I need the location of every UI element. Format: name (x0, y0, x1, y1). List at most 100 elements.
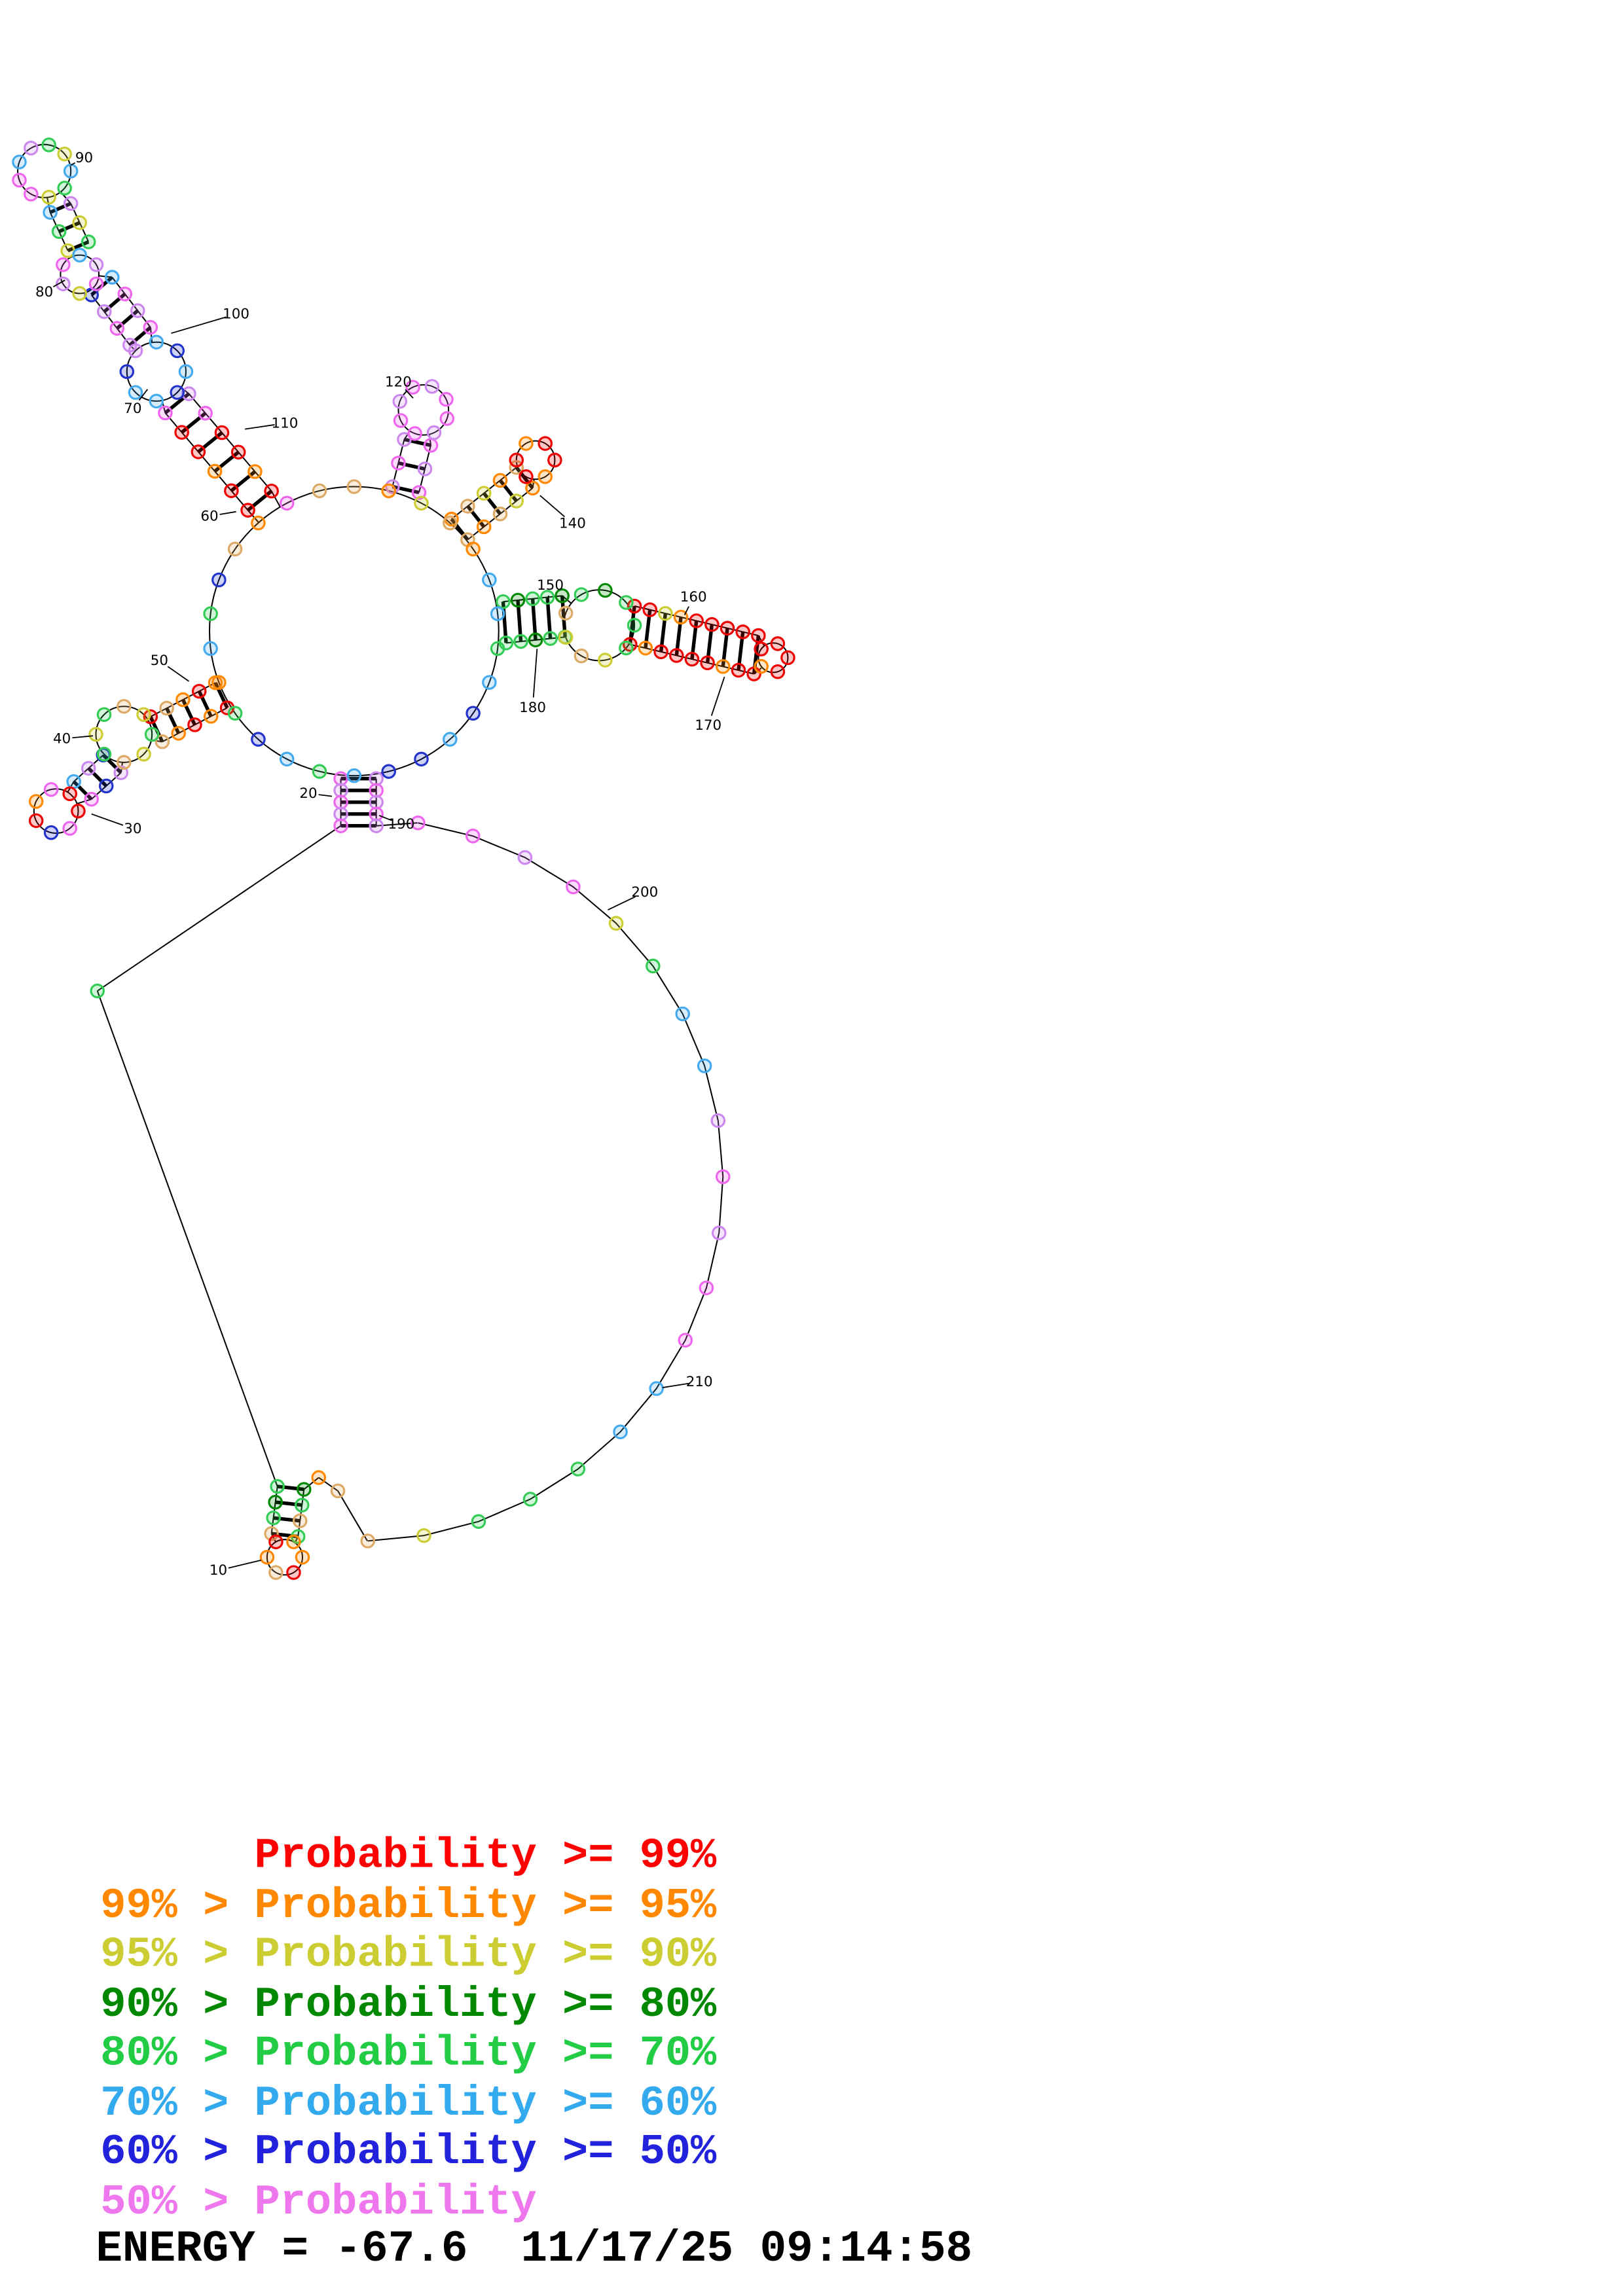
nucleotide-node (381, 483, 396, 499)
nucleotide-node (627, 598, 642, 614)
nucleotide-node (259, 1549, 275, 1565)
nucleotide-node (333, 818, 348, 833)
nucleotide-node (426, 425, 442, 440)
nucleotide-node (175, 692, 191, 708)
position-label: 160 (680, 589, 707, 605)
nucleotide-node (191, 444, 206, 459)
position-label: 190 (388, 816, 415, 833)
position-label: 20 (299, 785, 317, 802)
nucleotide-node (525, 591, 540, 607)
nucleotide-node (699, 1280, 714, 1295)
nucleotide-node (227, 541, 243, 557)
nucleotide-node (381, 764, 396, 779)
nucleotide-node (465, 829, 481, 844)
backbone-layer (17, 143, 789, 1576)
nucleotide-node (149, 334, 164, 350)
nucleotide-node (711, 1225, 727, 1241)
nucleotide-node (270, 1479, 285, 1494)
nucleotide-node (613, 1424, 628, 1439)
nucleotide-node (41, 190, 56, 205)
nucleotide-node (492, 506, 508, 522)
nucleotide-node (295, 1549, 310, 1565)
nucleotide-node (203, 641, 218, 656)
nucleotide-node (754, 641, 769, 656)
nucleotide-node (684, 651, 700, 667)
nucleotide-node (81, 234, 96, 249)
nucleotide-node (72, 247, 87, 263)
nucleotide-node (460, 499, 475, 514)
nucleotide-node (517, 850, 533, 865)
nucleotide-node (538, 436, 553, 451)
nucleotide-node (240, 503, 255, 518)
nucleotide-node (391, 456, 406, 471)
nucleotide-node (547, 452, 562, 468)
nucleotide-node (649, 1381, 664, 1396)
nucleotide-node (416, 1528, 431, 1543)
nucleotide-node (117, 286, 133, 302)
nucleotide-node (513, 634, 528, 649)
legend-line-p99: Probability >= 99% (100, 1831, 717, 1880)
position-label: 80 (35, 284, 53, 300)
position-label: 10 (210, 1562, 227, 1579)
nucleotide-node (330, 1483, 346, 1499)
nucleotide-node (417, 461, 433, 476)
nucleotide-node (509, 452, 524, 468)
nucleotide-node (312, 483, 327, 499)
nucleotide-node (268, 1494, 283, 1510)
nucleotide-node (286, 1534, 301, 1550)
nucleotide-node (117, 755, 132, 770)
nucleotide-node (96, 707, 112, 723)
nucleotide-node (476, 486, 492, 501)
nucleotide-node (211, 572, 227, 588)
nucleotide-node (247, 464, 263, 479)
nucleotide-node (558, 605, 574, 621)
nucleotide-node (251, 732, 266, 747)
nucleotide-node (538, 469, 553, 484)
nucleotide-node (268, 1565, 283, 1580)
nucleotide-node (63, 164, 79, 179)
position-label: 40 (53, 731, 71, 747)
nucleotide-node (735, 624, 750, 639)
nucleotide-node (424, 379, 440, 394)
nucleotide-node (81, 761, 96, 776)
nucleotide-node (555, 588, 570, 603)
position-label: 180 (519, 700, 546, 716)
nucleotide-node (715, 1169, 731, 1185)
nucleotide-node (598, 583, 613, 598)
nucleotide-node (159, 700, 174, 716)
nucleotide-node (286, 1565, 301, 1580)
nucleotide-node (279, 751, 295, 767)
position-label: 140 (559, 516, 586, 532)
nucleotide-node (266, 1510, 281, 1526)
nucleotide-node (149, 393, 164, 409)
nucleotide-node (51, 224, 67, 239)
nucleotide-node (96, 304, 112, 319)
nucleotide-node (312, 764, 327, 779)
nucleotide-node (56, 257, 71, 272)
nucleotide-node (704, 617, 720, 632)
nucleotide-node (405, 380, 420, 395)
nucleotide-node (62, 786, 77, 802)
nucleotide-node (187, 717, 202, 732)
nucleotide-node (292, 1513, 308, 1528)
nucleotide-node (143, 319, 158, 335)
nucleotide-node (638, 640, 653, 656)
nucleotide-node (88, 726, 103, 742)
nucleotide-node (119, 364, 135, 380)
nucleotide-node (346, 479, 362, 494)
nucleotide-node (171, 726, 186, 741)
nucleotide-node (509, 493, 524, 509)
nucleotide-node (136, 707, 151, 723)
nucleotide-node (24, 187, 39, 202)
position-label: 110 (272, 415, 299, 431)
nucleotide-node (770, 664, 786, 679)
nucleotide-node (170, 343, 185, 359)
position-label: 100 (223, 306, 249, 323)
nucleotide-node (570, 1462, 586, 1477)
nucleotide-node (117, 698, 132, 714)
nucleotide-node (311, 1470, 327, 1485)
legend-line-p80: 90% > Probability >= 80% (100, 1981, 717, 2029)
nucleotide-node (43, 205, 58, 220)
nucleotide-node (12, 154, 27, 170)
